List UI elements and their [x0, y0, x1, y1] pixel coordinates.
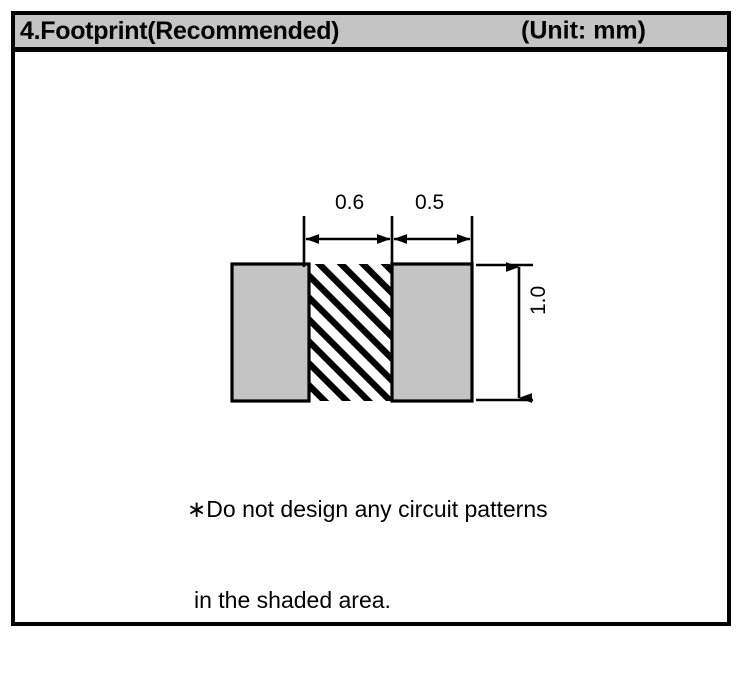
horizontal-extension-lines	[302, 216, 474, 267]
page-title: 4.Footprint(Recommended)	[20, 16, 340, 45]
vertical-extension-lines	[476, 263, 533, 402]
dimension-label-pad-width: 0.6	[335, 191, 365, 214]
dimension-label-height: 1.0	[527, 285, 550, 315]
note-line-2: in the shaded area.	[194, 586, 391, 613]
section-title-bar: 4.Footprint(Recommended) (Unit: mm)	[15, 15, 727, 52]
note-line-1: ∗Do not design any circuit patterns	[187, 495, 548, 522]
right-solder-pad	[390, 262, 474, 403]
drawing-canvas: 0.6 0.5 1.0 ∗Do not design any circuit p…	[15, 52, 727, 626]
footprint-drawing-frame: 4.Footprint(Recommended) (Unit: mm)	[11, 11, 731, 626]
footprint-diagram	[230, 216, 533, 403]
keep-out-hatched-area	[309, 264, 392, 401]
unit-label: (Unit: mm)	[521, 16, 646, 45]
left-solder-pad	[230, 262, 311, 403]
shaded-area-note: ∗Do not design any circuit patterns in t…	[187, 433, 548, 676]
dimension-label-gap-width: 0.5	[415, 191, 445, 214]
